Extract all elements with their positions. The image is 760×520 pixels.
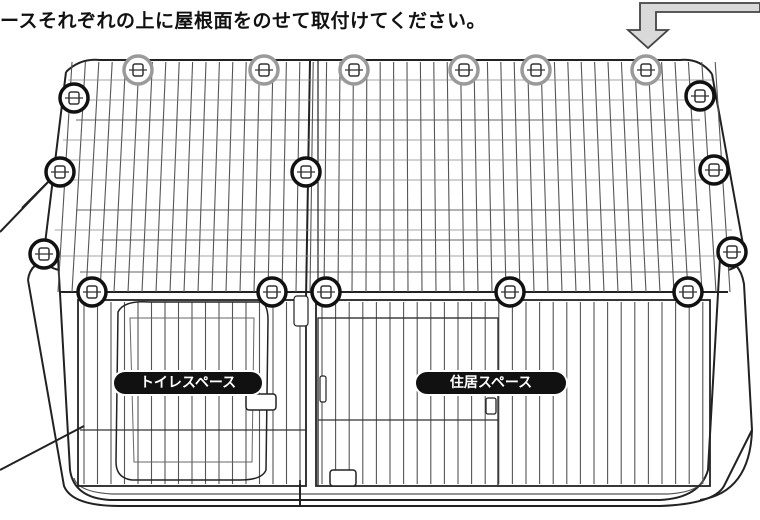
wire (514, 62, 520, 292)
wire (170, 62, 179, 292)
joint-icon (30, 240, 58, 268)
wire (635, 62, 646, 292)
wire (420, 62, 422, 292)
wire (268, 62, 273, 292)
joint-icon (78, 278, 106, 306)
wire (128, 62, 139, 292)
wire (541, 62, 548, 292)
pointer-lines (0, 180, 84, 470)
wire (528, 62, 534, 292)
wire (407, 62, 408, 292)
joint-icon (674, 278, 702, 306)
joint-icon (700, 156, 728, 184)
clip-icon (250, 56, 278, 84)
wire (662, 62, 674, 292)
wire (352, 62, 353, 292)
wire (554, 62, 562, 292)
wire (156, 62, 166, 292)
roof-wires (58, 62, 730, 292)
wire (240, 62, 246, 292)
down-arrow-icon (628, 3, 760, 48)
joint-icon (258, 278, 286, 306)
wire (501, 62, 506, 292)
toilet-space-label: トイレスペース (114, 372, 262, 394)
wire (621, 62, 632, 292)
clip-icon (340, 56, 368, 84)
wire (254, 62, 260, 292)
wire (198, 62, 206, 292)
wire (282, 62, 286, 292)
wire (568, 62, 576, 292)
clip-icon (124, 56, 152, 84)
joint-icon (312, 278, 340, 306)
wire (487, 62, 492, 292)
wire (434, 62, 436, 292)
wire (338, 62, 340, 292)
clip-icon (632, 56, 660, 84)
wire (447, 62, 450, 292)
joint-icon (60, 84, 88, 112)
wire (226, 62, 233, 292)
wire (114, 62, 126, 292)
instruction-text: ースそれぞれの上に屋根面をのせて取付けてください。 (0, 6, 486, 33)
clip-icon (522, 56, 550, 84)
wire (212, 62, 219, 292)
joint-icon (46, 158, 74, 186)
wire (184, 62, 193, 292)
joint-icon (496, 278, 524, 306)
wire (608, 62, 618, 292)
clip-icon (450, 56, 478, 84)
wire (100, 62, 112, 292)
wire (366, 62, 367, 292)
wire (581, 62, 590, 292)
wire (648, 62, 660, 292)
wire (474, 62, 478, 292)
joint-icon (718, 238, 746, 266)
wire (461, 62, 464, 292)
wire (595, 62, 604, 292)
wire (142, 62, 152, 292)
living-space-label: 住居スペース (416, 372, 566, 394)
wire (324, 62, 327, 292)
joint-icon (292, 158, 320, 186)
joint-icon (686, 82, 714, 110)
